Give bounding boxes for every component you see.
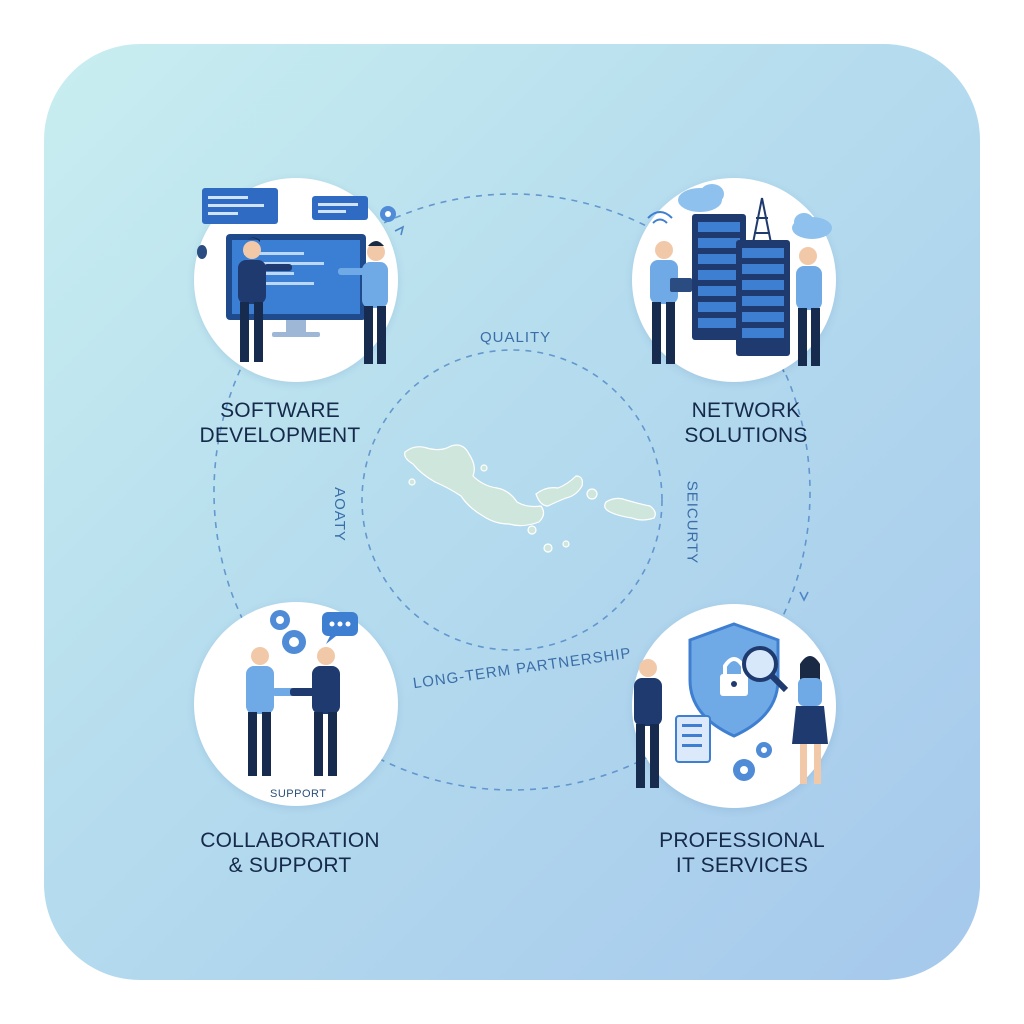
gear-icon [756, 742, 772, 758]
wifi-icon [647, 211, 673, 224]
chat-bubble-icon [322, 612, 358, 644]
label-line: SOLUTIONS [684, 424, 808, 447]
label-line: COLLABORATION [200, 829, 380, 852]
network-solutions-illustration [632, 178, 836, 382]
network-solutions-label: NETWORK SOLUTIONS [646, 398, 846, 448]
server-rack-icon [692, 214, 746, 340]
developer-figure [238, 237, 292, 362]
ring-word-quality: QUALITY [480, 329, 552, 346]
consultant-figure [634, 659, 662, 788]
outer-ring [213, 193, 811, 791]
software-development-label: SOFTWARE DEVELOPMENT [180, 398, 380, 448]
technician-figure [650, 241, 692, 364]
gear-icon [733, 759, 755, 781]
support-tag: SUPPORT [270, 788, 327, 800]
inner-ring [361, 349, 663, 651]
ring-arrow [799, 591, 809, 602]
bug-icon [197, 245, 207, 259]
cloud-icon [792, 213, 832, 239]
label-line: DEVELOPMENT [199, 424, 361, 447]
code-window-icon [312, 196, 368, 220]
label-line: SOFTWARE [220, 399, 340, 422]
person-figure [290, 647, 340, 776]
gear-icon [380, 206, 396, 222]
software-development-illustration [194, 178, 398, 382]
label-line: IT SERVICES [675, 854, 809, 877]
label-line: & SUPPORT [228, 854, 352, 877]
archipelago-map [404, 444, 656, 553]
ring-word-agility: AOATY [330, 487, 348, 542]
antenna-icon [751, 197, 773, 249]
label-line: PROFESSIONAL [659, 829, 825, 852]
ring-arrow [394, 225, 405, 236]
label-line: NETWORK [691, 399, 801, 422]
professional-it-services-illustration [632, 604, 836, 808]
gear-icon [282, 630, 306, 654]
developer-figure [338, 241, 388, 364]
analyst-figure [792, 656, 828, 784]
person-figure [246, 647, 298, 776]
magnifier-icon [742, 646, 789, 693]
cloud-icon [678, 184, 724, 212]
checklist-icon [675, 715, 711, 763]
server-rack-icon [736, 240, 790, 356]
professional-it-services-label: PROFESSIONAL IT SERVICES [632, 828, 852, 878]
collaboration-support-label: COLLABORATION & SUPPORT [180, 828, 400, 878]
gear-icon [270, 610, 290, 630]
collaboration-support-illustration: SUPPORT [194, 602, 398, 806]
ring-word-security: SEICURTY [683, 480, 701, 565]
technician-figure [796, 247, 822, 366]
